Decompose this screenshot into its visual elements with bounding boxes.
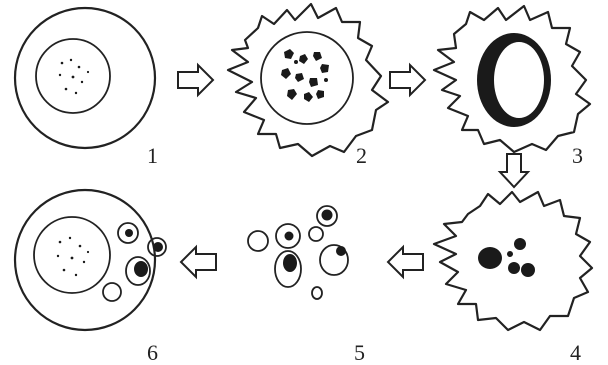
arrow-right-icon (390, 65, 425, 95)
stage-label-5: 5 (354, 340, 365, 365)
stage-1-normal-cell (15, 8, 155, 148)
stage-label-3: 3 (572, 143, 583, 168)
stage-2-shrinking-cell (228, 4, 388, 156)
arrow-left-icon (388, 247, 423, 277)
stage-label-6: 6 (147, 340, 158, 365)
stage-label-2: 2 (356, 143, 367, 168)
stage-5-apoptotic-bodies (248, 206, 348, 299)
stage-4-nuclear-fragmentation (434, 192, 592, 330)
stage-3-chromatin-margination (434, 6, 590, 152)
stage-4-nuclear-fragments (478, 238, 535, 277)
arrow-right-icon (178, 65, 213, 95)
arrow-down-icon (500, 154, 528, 187)
stage-label-4: 4 (570, 340, 581, 365)
stage-6-phagocytosis (15, 190, 166, 330)
stage-2-condensed-chromatin (281, 49, 329, 102)
arrow-left-icon (181, 247, 216, 277)
stage-1-chromatin (59, 59, 89, 94)
stage-label-1: 1 (147, 143, 158, 168)
stage-6-chromatin (57, 237, 89, 276)
